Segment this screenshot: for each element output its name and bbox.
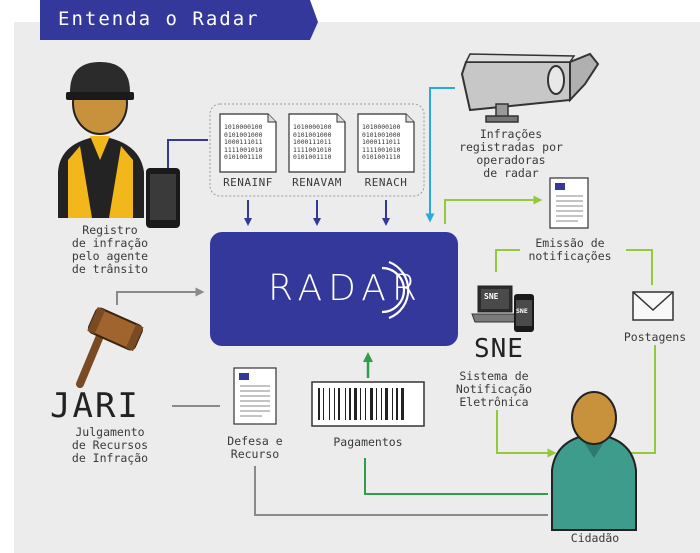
barcode-bar [370, 388, 373, 420]
connector-citizen-defense [254, 466, 548, 516]
arrow-sne-citizen [496, 410, 557, 458]
payments-label: Pagamentos [333, 435, 403, 449]
barcode-bar [392, 388, 393, 420]
barcode-bar [329, 388, 330, 420]
arrow-post-citizen [620, 345, 656, 458]
camera-label: Infrações registradas por operadoras de … [459, 127, 563, 180]
title-banner [40, 0, 318, 40]
barcode-bar [385, 388, 388, 420]
barcode-bar [345, 388, 346, 420]
sne-phone-screen-label: SNE [516, 307, 528, 315]
renainf-label: RENAINF [223, 176, 273, 189]
barcode-bar [401, 388, 404, 420]
barcode-bar [338, 388, 340, 420]
renach-binary: 1010000100 0101001000 1000111011 1111001… [362, 123, 401, 162]
radar-box [210, 232, 458, 346]
connector-emission-sne [495, 249, 520, 272]
agent-label: Registro de infração pelo agente de trân… [71, 223, 149, 276]
sne-acronym: SNE [474, 334, 524, 364]
connector-citizen-payment [364, 458, 548, 495]
sne-laptop-screen-label: SNE [484, 292, 499, 301]
barcode-bar [334, 388, 335, 420]
renavam-label: RENAVAM [292, 176, 342, 189]
barcode-bar [349, 388, 351, 420]
renavam-document [288, 113, 346, 173]
barcode-bar [376, 388, 377, 420]
barcode-bar [365, 388, 366, 420]
defense-label: Defesa e Recurso [227, 434, 283, 461]
traffic-agent-illustration [58, 62, 180, 228]
renainf-document [219, 113, 277, 173]
sne-phone-icon [514, 294, 534, 332]
barcode-icon [311, 381, 425, 427]
renach-document [357, 113, 415, 173]
sne-description: Sistema de Notificação Eletrônica [455, 369, 533, 409]
emission-label: Emissão de notificações [528, 236, 612, 263]
defense-document-icon [233, 367, 277, 425]
jari-description: Julgamento de Recursos de Infração [71, 425, 149, 465]
connector-agent-systems [167, 139, 208, 177]
connector-emission-post [626, 249, 653, 285]
renavam-binary: 1010000100 0101001000 1000111011 1111001… [293, 123, 332, 162]
jari-acronym: JARI [50, 386, 140, 426]
barcode-bar [360, 388, 361, 420]
radar-wave-inner [381, 266, 406, 314]
systems-frame [209, 103, 425, 197]
speed-camera-illustration [460, 52, 600, 123]
postage-label: Postagens [623, 330, 687, 344]
notification-document-icon [549, 177, 589, 229]
page-title: Entenda o Radar [58, 8, 260, 30]
citizen-label: Cidadão [570, 531, 620, 545]
gavel-icon [76, 307, 144, 388]
arrow-camera-radar [425, 87, 455, 223]
barcode-bar [323, 388, 324, 420]
envelope-icon [632, 291, 674, 321]
renainf-binary: 1010000100 0101001000 1000111011 1111001… [224, 123, 263, 162]
barcode-bar [318, 388, 320, 420]
citizen-illustration [551, 391, 637, 531]
arrow-jari-radar [116, 287, 205, 305]
barcode-bar [354, 388, 357, 420]
barcode-bar [381, 388, 382, 420]
barcode-bar [396, 388, 398, 420]
renach-label: RENACH [364, 176, 408, 189]
radar-label: RADAR [268, 268, 423, 309]
arrow-radar-emission [444, 195, 543, 224]
radar-wave-outer [388, 260, 410, 320]
